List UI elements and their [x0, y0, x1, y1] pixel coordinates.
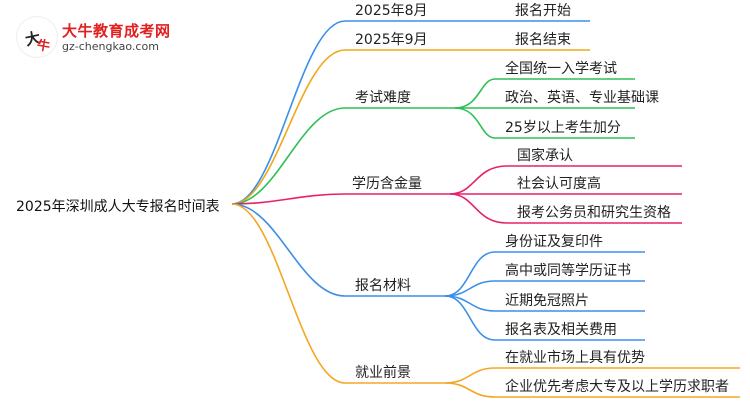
leaf-connector	[444, 295, 645, 312]
branch-connector	[231, 203, 445, 297]
leaf-label: 在就业市场上具有优势	[505, 350, 645, 366]
leaf-label: 报名结束	[515, 32, 571, 48]
leaf-connector	[444, 251, 645, 297]
branch-connector	[231, 203, 445, 384]
leaf-connector	[454, 78, 635, 109]
branch-label: 就业前景	[355, 365, 411, 381]
branch-connector	[231, 107, 455, 205]
root-topic: 2025年深圳成人大专报名时间表	[16, 199, 220, 215]
leaf-label: 高中或同等学历证书	[505, 263, 631, 279]
leaf-label: 社会认可度高	[517, 176, 601, 192]
branch-connector	[231, 20, 420, 205]
leaf-connector	[449, 165, 682, 195]
leaf-label: 企业优先考虑大专及以上学历求职者	[505, 379, 729, 395]
leaf-connector	[444, 367, 740, 384]
branch-label: 报名材料	[355, 278, 411, 294]
leaf-connector	[444, 295, 645, 341]
leaf-label: 25岁以上考生加分	[505, 120, 621, 136]
branch-connector	[231, 49, 420, 205]
leaf-label: 报名表及相关费用	[505, 322, 617, 338]
branch-label: 2025年9月	[355, 32, 428, 48]
leaf-connector	[444, 382, 740, 398]
site-logo[interactable]: 大 牛 大牛教育成考网 gz-chengkao.com	[16, 16, 170, 58]
leaf-label: 近期免冠照片	[505, 293, 589, 309]
logo-mark-icon: 大 牛	[16, 16, 58, 58]
leaf-label: 身份证及复印件	[505, 234, 603, 250]
leaf-connector	[454, 107, 635, 139]
svg-text:牛: 牛	[36, 37, 52, 55]
branch-label: 考试难度	[355, 90, 411, 106]
branch-connector	[231, 193, 450, 205]
branch-label: 2025年8月	[355, 3, 428, 19]
leaf-label: 报名开始	[515, 3, 571, 19]
branch-label: 学历含金量	[352, 176, 422, 192]
logo-title: 大牛教育成考网	[62, 22, 171, 40]
leaf-label: 国家承认	[517, 148, 573, 164]
leaf-connector	[444, 280, 645, 297]
leaf-label: 政治、英语、专业基础课	[505, 90, 659, 106]
leaf-label: 报考公务员和研究生资格	[517, 205, 671, 221]
leaf-connector	[449, 193, 682, 224]
logo-url: gz-chengkao.com	[62, 40, 159, 53]
leaf-label: 全国统一入学考试	[505, 61, 617, 77]
svg-text:大: 大	[24, 29, 42, 50]
